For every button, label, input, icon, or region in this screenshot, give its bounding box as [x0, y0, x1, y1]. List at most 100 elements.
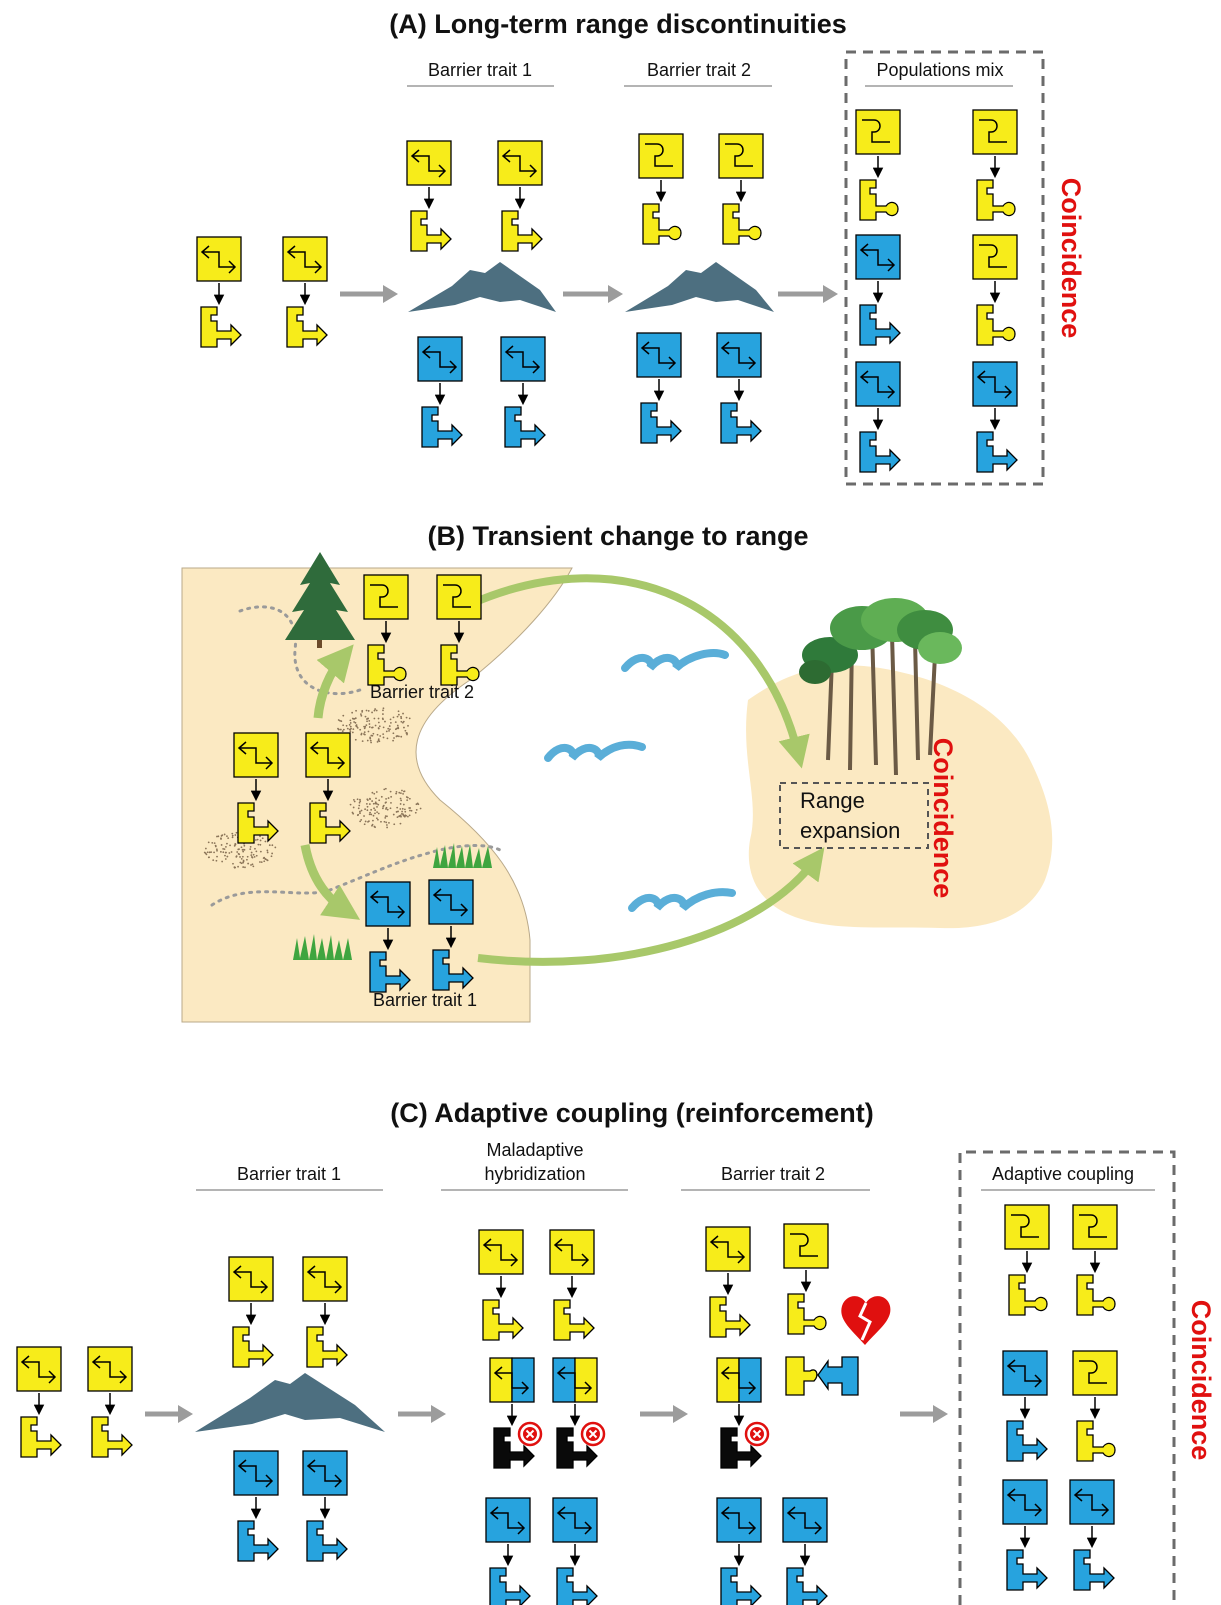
panel-b: (B) Transient change to range: [181, 521, 1053, 1023]
range-expansion-label-line2: expansion: [800, 818, 900, 843]
incompatibility-x-icon: [744, 1421, 770, 1447]
water-wave-icon: [621, 649, 729, 672]
panel-a: (A) Long-term range discontinuities Barr…: [196, 9, 1086, 486]
incompatibility-x-icon: [580, 1421, 606, 1447]
gene-pair-icon: [16, 1346, 62, 1458]
mountain-icon: [625, 262, 774, 312]
gene-pair-icon: [428, 879, 474, 991]
incompatibility-x-icon: [517, 1421, 543, 1447]
panel-c-title: (C) Adaptive coupling (reinforcement): [390, 1098, 874, 1128]
grass-icon: [433, 843, 492, 868]
gene-pair-icon: [718, 133, 764, 245]
gene-pair-icon: [302, 1450, 348, 1562]
gene-pair-icon: [497, 140, 543, 252]
gene-pair-icon: [549, 1229, 595, 1341]
grass-icon: [293, 934, 352, 960]
panel-c-maladaptive-label-line1: Maladaptive: [486, 1140, 583, 1160]
gene-pair-icon: [436, 574, 482, 686]
gene-pair-icon: [417, 336, 463, 448]
gene-pair-icon: [233, 1450, 279, 1562]
gene-pair-icon: [1072, 1204, 1118, 1316]
panel-c-barrier-trait-2-label: Barrier trait 2: [721, 1164, 825, 1184]
panel-a-genes: [196, 109, 1018, 473]
transition-arrow: [563, 285, 623, 303]
range-expansion-arrow: [471, 574, 810, 769]
gene-pair-icon: [233, 732, 279, 844]
mountain-icon: [195, 1373, 385, 1432]
gene-pair-icon: [1002, 1479, 1048, 1591]
gene-pair-icon: [636, 332, 682, 444]
water-wave-icon: [544, 740, 646, 762]
panel-b-title: (B) Transient change to range: [427, 521, 808, 551]
panel-a-title: (A) Long-term range discontinuities: [389, 9, 847, 39]
panel-a-barrier-trait-2-label: Barrier trait 2: [647, 60, 751, 80]
panel-a-populations-mix-label: Populations mix: [876, 60, 1003, 80]
gene-pair-icon: [302, 1256, 348, 1368]
gene-pair-icon: [716, 1497, 762, 1605]
gene-pair-icon: [705, 1226, 751, 1338]
gene-pair-icon: [282, 236, 328, 348]
panel-c-maladaptive-label-line2: hybridization: [484, 1164, 585, 1184]
separated-gene-pieces: [785, 1356, 859, 1396]
dispersal-arrow: [313, 644, 354, 719]
range-expansion-arrow: [477, 847, 825, 966]
panel-c-adaptive-coupling-label: Adaptive coupling: [992, 1164, 1134, 1184]
adaptive-coupling-box: [958, 1150, 1176, 1605]
populations-mix-box: [844, 50, 1045, 486]
transition-arrow: [778, 285, 838, 303]
dotted-boundary: [210, 844, 502, 907]
mainland-landmass: [181, 567, 573, 1023]
panel-c-barrier-trait-1-label: Barrier trait 1: [237, 1164, 341, 1184]
gene-pair-icon: [638, 133, 684, 245]
gene-pair-icon: [972, 109, 1018, 221]
gene-pair-icon: [855, 234, 901, 346]
transition-arrow: [340, 285, 398, 303]
panel-b-barrier-trait-1-label: Barrier trait 1: [373, 990, 477, 1010]
gene-pair-icon: [489, 1357, 543, 1469]
gene-pair-icon: [1004, 1204, 1050, 1316]
conifer-tree-icon: [285, 552, 355, 648]
sand-patches: [203, 707, 422, 869]
mountain-icon: [408, 262, 556, 312]
panel-a-coincidence-label: Coincidence: [1056, 178, 1086, 339]
panel-c-genes: [16, 1204, 1118, 1605]
panel-b-coincidence-label: Coincidence: [928, 738, 958, 899]
gene-pair-icon: [1069, 1479, 1115, 1591]
gene-pair-icon: [552, 1497, 598, 1605]
panel-b-barrier-trait-2-label: Barrier trait 2: [370, 682, 474, 702]
gene-pair-icon: [1002, 1350, 1048, 1462]
gene-pair-icon: [363, 574, 409, 686]
gene-pair-icon: [716, 332, 762, 444]
broken-heart-icon: [841, 1296, 891, 1345]
gene-pair-icon: [196, 236, 242, 348]
gene-pair-icon: [478, 1229, 524, 1341]
panel-c: (C) Adaptive coupling (reinforcement) Ba…: [16, 1098, 1216, 1605]
gene-pair-icon: [1072, 1350, 1118, 1462]
gene-pair-icon: [365, 881, 411, 993]
gene-pair-icon: [855, 109, 901, 221]
transition-arrow: [640, 1405, 688, 1423]
gene-pair-icon: [485, 1497, 531, 1605]
gene-pair-icon: [305, 732, 351, 844]
gene-pair-icon: [228, 1256, 274, 1368]
transition-arrow: [900, 1405, 948, 1423]
gene-pair-icon: [552, 1357, 606, 1469]
gene-pair-icon: [716, 1357, 770, 1469]
panel-a-barrier-trait-1-label: Barrier trait 1: [428, 60, 532, 80]
dotted-boundary: [238, 605, 362, 696]
transition-arrow: [398, 1405, 446, 1423]
transition-arrow: [145, 1405, 193, 1423]
gene-pair-icon: [972, 361, 1018, 473]
gene-pair-icon: [500, 336, 546, 448]
gene-pair-icon: [972, 234, 1018, 346]
gene-pair-icon: [406, 140, 452, 252]
range-expansion-label-line1: Range: [800, 788, 865, 813]
panel-b-genes: [233, 574, 482, 993]
panel-c-coincidence-label: Coincidence: [1186, 1300, 1216, 1461]
dispersal-arrow: [300, 844, 361, 920]
forest-trees-icon: [799, 598, 962, 776]
water-wave-icon: [628, 888, 736, 912]
gene-pair-icon: [782, 1497, 828, 1605]
gene-pair-icon: [87, 1346, 133, 1458]
